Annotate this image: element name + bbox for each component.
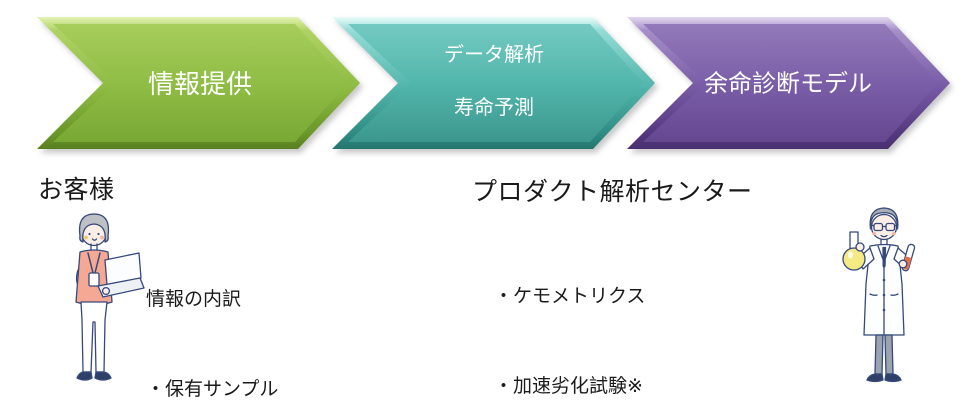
scientist-shoe-2 [884, 373, 902, 383]
analysis-note-line: ・ケモメトリクス [494, 286, 646, 307]
scientist-hand-2 [898, 259, 908, 269]
chevron-step-1-body [53, 24, 348, 142]
chevron-step-2-body [348, 24, 643, 142]
analysis-note-line: ・加速劣化試験※ [494, 376, 643, 397]
coat-button-3 [882, 308, 886, 312]
woman-id-badge [88, 272, 100, 287]
scientist-hand [855, 242, 865, 252]
woman-with-laptop-illustration [75, 213, 145, 381]
chevron-step-2-label-line2: 寿命予測 [454, 96, 534, 119]
customer-note-line: 情報の内訳 [146, 289, 242, 310]
woman-blush [84, 235, 88, 240]
coat-pockets [869, 293, 899, 296]
woman-lanyard [87, 252, 101, 274]
scientist-blush [872, 231, 876, 236]
scientist-shoe [866, 373, 884, 383]
scientist-glasses-bridge [870, 224, 898, 228]
scientist-trousers-2 [884, 334, 894, 375]
woman-pants [80, 301, 108, 373]
scientist-trousers [874, 334, 884, 375]
chevron-step-1-label: 情報提供 [148, 69, 252, 99]
scientist-blush-2 [892, 231, 896, 236]
chevron-step-3-label: 余命診断モデル [704, 71, 872, 98]
laptop-screen [104, 252, 142, 286]
customer-note-line: ・保有サンプル [146, 379, 279, 400]
flask-highlight [847, 251, 854, 259]
analysis-center-section-title: プロダクト解析センター [472, 178, 753, 206]
woman-hair [78, 213, 110, 243]
customer-notes: 情報の内訳 ・保有サンプル ・保有データ などあれば [146, 225, 278, 416]
scientist-neck [880, 238, 888, 245]
woman-blush-2 [100, 235, 104, 240]
scientist-tie [882, 246, 887, 268]
chevron-step-2-label-line1: データ解析 [444, 43, 544, 66]
woman-eye-2 [97, 232, 100, 236]
scientist-with-flask-illustration [842, 207, 916, 383]
woman-hand [101, 286, 111, 296]
woman-neck [90, 243, 98, 251]
customer-section-title: お客様 [38, 176, 115, 204]
scientist-hair [869, 207, 899, 230]
chevron-step-2: データ解析 寿命予測 [332, 17, 655, 149]
coat-button-2 [882, 293, 886, 297]
process-flow: 情報提供 データ解析 寿命予測 余命診断モデル [37, 17, 950, 149]
chevron-step-3-body [643, 24, 938, 142]
coat-button [882, 278, 886, 282]
woman-eye [88, 232, 91, 236]
woman-shoe [76, 371, 93, 381]
analysis-center-notes: ・ケモメトリクス ・加速劣化試験※ ・スペクトルや物性値の取得※ ※必要に応じて… [494, 222, 756, 416]
chevron-step-3: 余命診断モデル [627, 17, 950, 149]
scientist-mouth [880, 234, 888, 238]
woman-shoe-2 [94, 371, 112, 381]
woman-mouth [91, 238, 98, 241]
chevron-step-1: 情報提供 [37, 17, 360, 149]
